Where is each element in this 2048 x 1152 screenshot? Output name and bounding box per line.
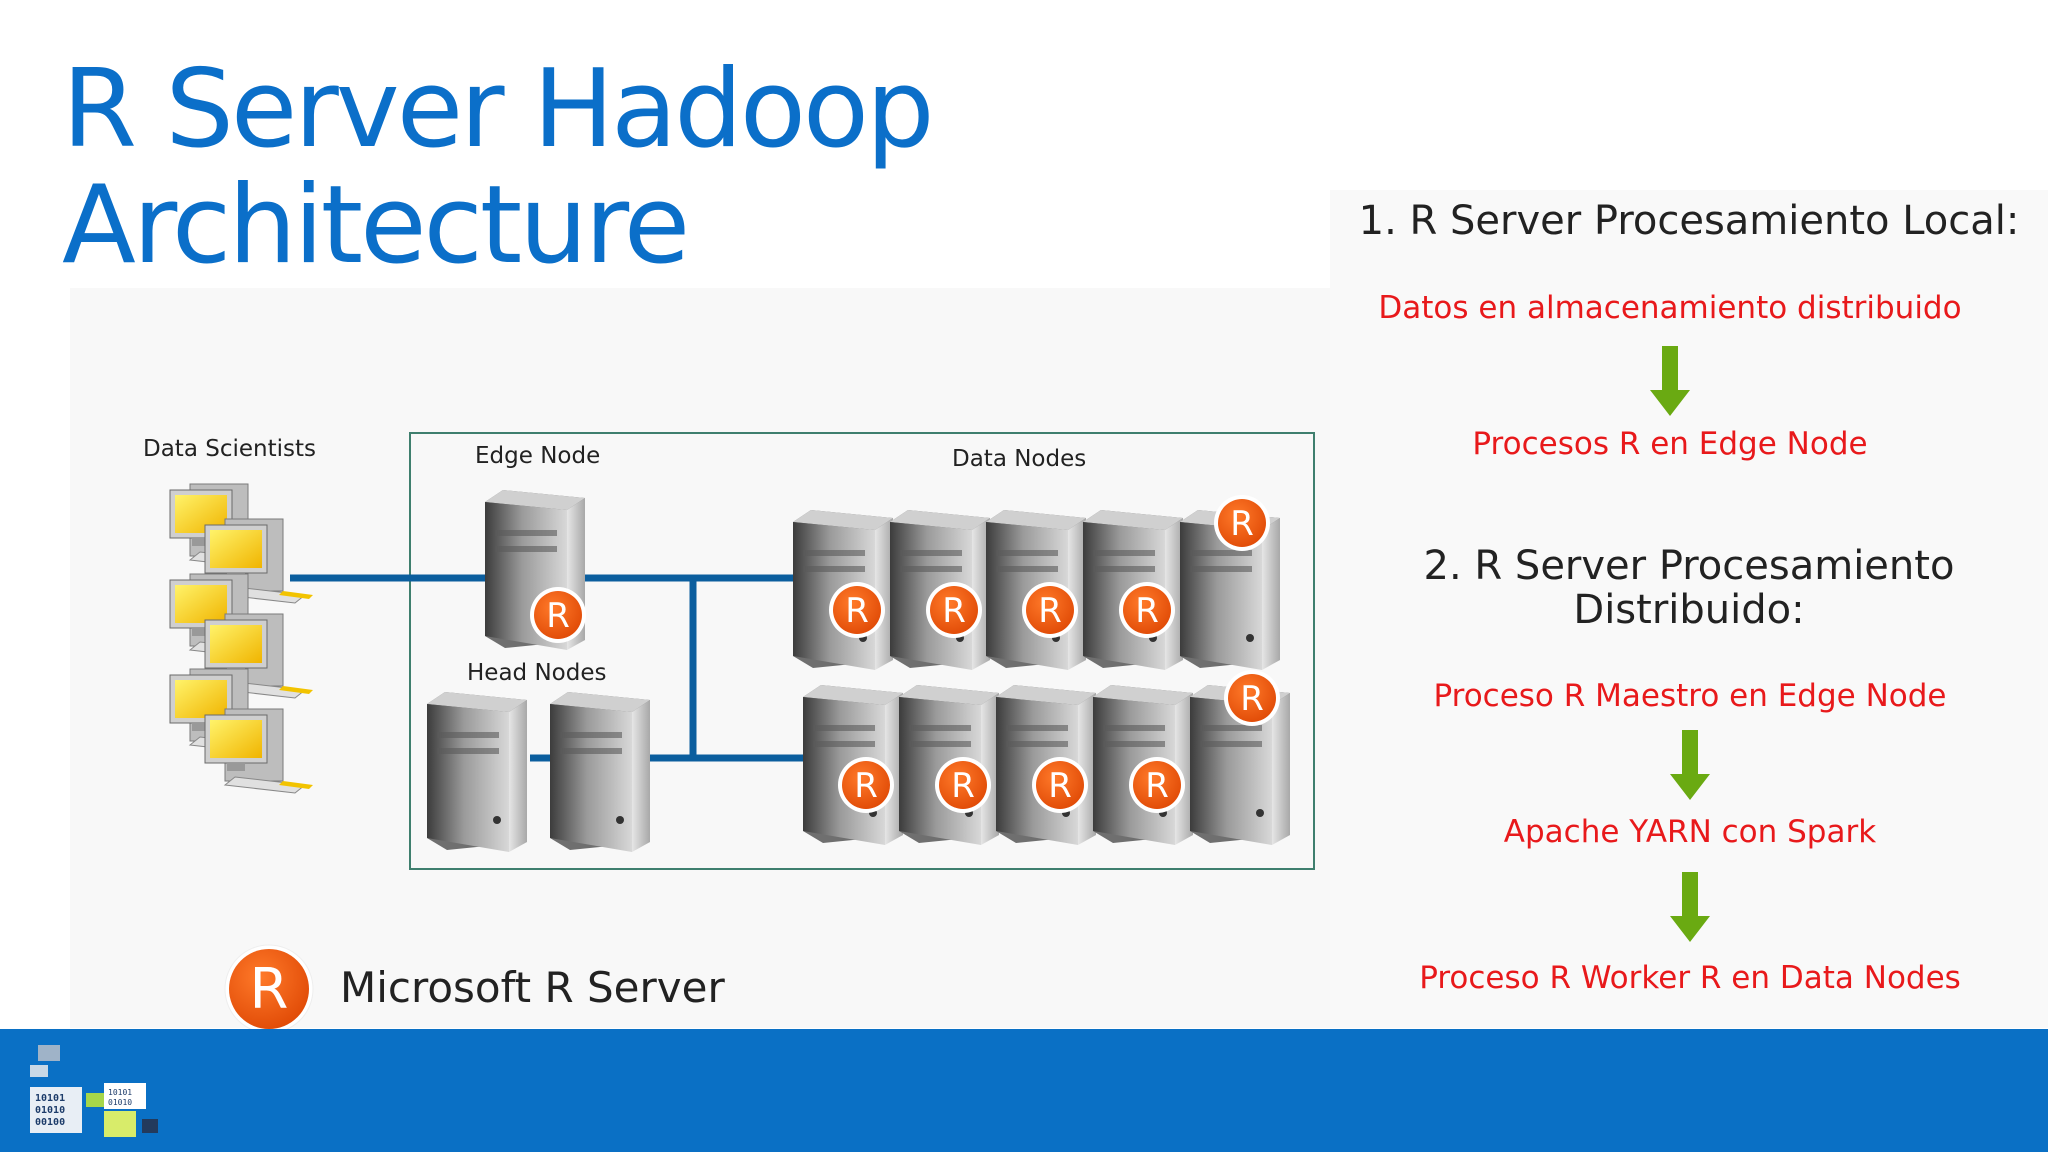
footer-bar: 10101 01010 00100 10101 01010 xyxy=(0,1029,2048,1152)
slide-title-line-1: R Server Hadoop xyxy=(62,47,935,172)
section-1-step-2: Procesos R en Edge Node xyxy=(1472,426,1868,462)
svg-text:R: R xyxy=(546,596,570,636)
head-node-servers xyxy=(427,692,650,852)
svg-text:R: R xyxy=(942,591,966,631)
r-badge-letters: R R R R R R R R R R R xyxy=(546,504,1264,806)
svg-text:10101: 10101 xyxy=(108,1088,132,1097)
data-scientists-label: Data Scientists xyxy=(143,436,316,462)
svg-text:R: R xyxy=(1230,504,1254,544)
edge-node-label: Edge Node xyxy=(475,443,601,469)
svg-text:R: R xyxy=(1145,766,1169,806)
section-2-heading: 2. R Server Procesamiento Distribuido: xyxy=(1330,544,2048,632)
section-2-heading-line-2: Distribuido: xyxy=(1573,587,1805,633)
svg-text:R: R xyxy=(1135,591,1159,631)
svg-text:R: R xyxy=(250,957,289,1022)
svg-text:R: R xyxy=(1240,679,1264,719)
data-nodes-label: Data Nodes xyxy=(952,446,1087,472)
section-2-heading-line-1: 2. R Server Procesamiento xyxy=(1423,543,1955,589)
r-logo-icon: R xyxy=(224,944,314,1034)
svg-text:R: R xyxy=(1038,591,1062,631)
svg-text:01010: 01010 xyxy=(108,1098,132,1107)
data-node-servers-row-1 xyxy=(793,495,1280,670)
svg-text:R: R xyxy=(951,766,975,806)
legend-label: Microsoft R Server xyxy=(340,963,725,1012)
section-1-step-1: Datos en almacenamiento distribuido xyxy=(1378,290,1962,326)
down-arrow-icon xyxy=(1670,872,1710,942)
svg-text:R: R xyxy=(1048,766,1072,806)
svg-text:R: R xyxy=(845,591,869,631)
binary-data-logo-icon: 10101 01010 00100 10101 01010 xyxy=(30,1045,158,1137)
section-2-step-1: Proceso R Maestro en Edge Node xyxy=(1433,678,1947,714)
svg-text:10101: 10101 xyxy=(35,1093,65,1104)
section-2-step-3: Proceso R Worker R en Data Nodes xyxy=(1419,960,1961,996)
data-scientist-workstations xyxy=(169,483,314,794)
edge-node-server xyxy=(485,490,586,650)
head-nodes-label: Head Nodes xyxy=(467,660,607,686)
svg-text:R: R xyxy=(854,766,878,806)
section-1-heading: 1. R Server Procesamiento Local: xyxy=(1358,198,2020,244)
cluster-boundary xyxy=(409,432,1315,870)
slide-title-line-2: Architecture xyxy=(62,163,690,288)
svg-text:00100: 00100 xyxy=(35,1117,65,1128)
slide-title: R Server Hadoop Architecture xyxy=(62,47,935,288)
down-arrow-icon xyxy=(1670,730,1710,800)
data-node-servers-row-2 xyxy=(803,670,1290,845)
section-2-step-2: Apache YARN con Spark xyxy=(1503,814,1877,850)
down-arrow-icon xyxy=(1650,346,1690,416)
svg-text:01010: 01010 xyxy=(35,1105,65,1116)
